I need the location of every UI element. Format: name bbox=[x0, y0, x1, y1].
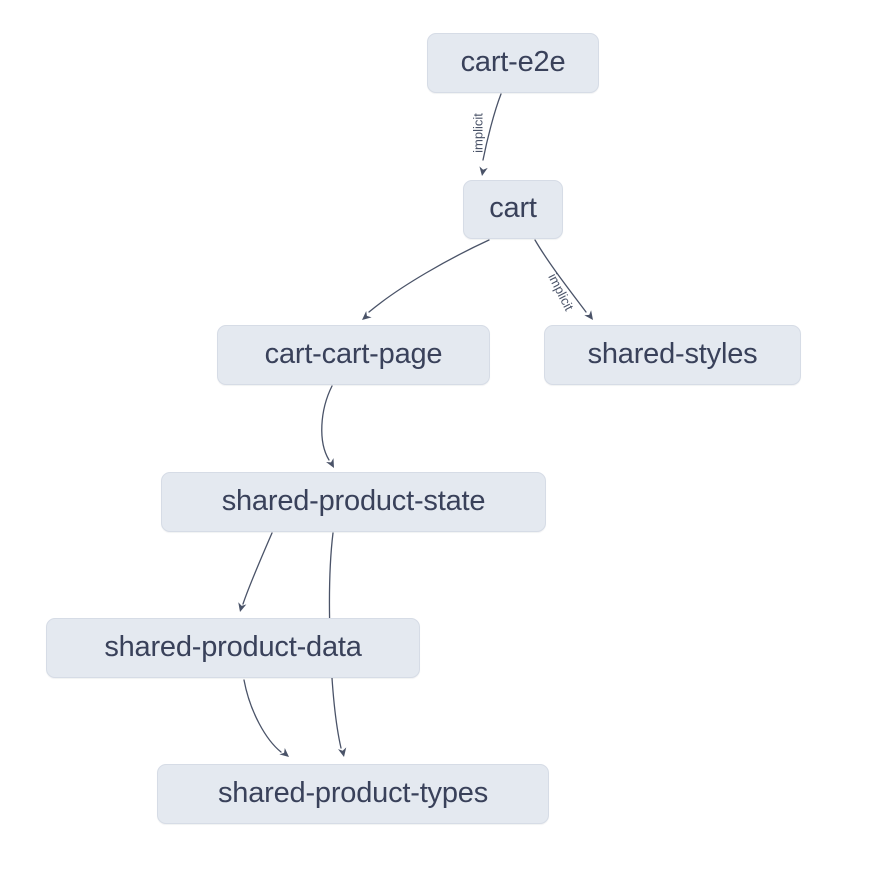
arrowhead bbox=[238, 602, 247, 612]
arrowhead bbox=[326, 458, 334, 468]
arrowhead bbox=[584, 310, 593, 320]
edge-cart-e2e-to-cart bbox=[479, 93, 502, 176]
graph-node-label: shared-styles bbox=[587, 337, 758, 370]
edge-shared-product-data-to-shared-product-types bbox=[243, 679, 289, 757]
edge-cart-to-cart-cart-page bbox=[362, 239, 490, 320]
arrowhead bbox=[279, 747, 289, 757]
graph-node-shared-styles[interactable]: shared-styles bbox=[544, 325, 801, 385]
graph-node-label: cart bbox=[489, 192, 537, 224]
edge-cart-to-shared-styles bbox=[534, 239, 593, 320]
graph-node-label: shared-product-state bbox=[221, 484, 486, 517]
arrowhead bbox=[362, 310, 372, 320]
graph-node-label: shared-product-data bbox=[104, 630, 362, 663]
graph-node-cart-e2e[interactable]: cart-e2e bbox=[427, 33, 599, 93]
graph-node-cart[interactable]: cart bbox=[463, 180, 563, 239]
graph-node-shared-product-types[interactable]: shared-product-types bbox=[157, 764, 549, 824]
graph-node-shared-product-data[interactable]: shared-product-data bbox=[46, 618, 420, 678]
graph-node-label: cart-e2e bbox=[460, 45, 566, 78]
arrowhead bbox=[338, 747, 347, 757]
graph-node-label: shared-product-types bbox=[217, 776, 489, 809]
edge-cart-cart-page-to-shared-product-state bbox=[321, 385, 334, 468]
graph-node-shared-product-state[interactable]: shared-product-state bbox=[161, 472, 546, 532]
graph-node-cart-cart-page[interactable]: cart-cart-page bbox=[217, 325, 490, 385]
graph-node-label: cart-cart-page bbox=[264, 337, 443, 370]
edge-shared-product-state-to-shared-product-data bbox=[238, 532, 273, 612]
arrowhead bbox=[479, 166, 488, 176]
